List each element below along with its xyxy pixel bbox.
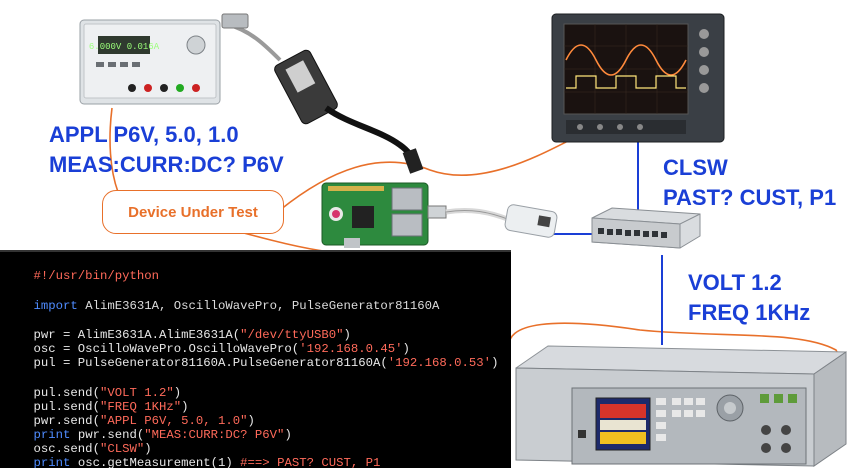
device-under-test-label: Device Under Test [128, 204, 258, 221]
power-supply-icon: 6.000V 0.016A [80, 20, 220, 104]
print1-close: ) [284, 428, 291, 442]
code-line-pul: pul = PulseGenerator81160A.PulseGenerato… [4, 342, 498, 356]
code-line-pwr: pwr = AlimE3631A.AlimE3631A("/dev/ttyUSB… [4, 314, 351, 328]
past-command-label: PAST? CUST, P1 [663, 185, 836, 211]
usb-ethernet-adapter-icon [428, 204, 558, 238]
pul-ip-string: '192.168.0.53' [388, 356, 491, 370]
code-line-send-volt: pul.send("VOLT 1.2") [4, 372, 181, 386]
freq-command-label: FREQ 1KHz [688, 300, 810, 326]
code-line-print-meas: print pwr.send("MEAS:CURR:DC? P6V") [4, 414, 292, 428]
code-line-osc: osc = OscilloWavePro.OscilloWavePro('192… [4, 328, 410, 342]
code-line-print-measurement: print osc.getMeasurement(1) #==> PAST? C… [4, 442, 380, 456]
code-line-import: import AlimE3631A, OscilloWavePro, Pulse… [4, 285, 439, 299]
python-script-terminal: #!/usr/bin/python import AlimE3631A, Osc… [0, 250, 511, 468]
print2-call: osc.getMeasurement(1) [70, 456, 240, 468]
psu-display: 6.000V 0.016A [89, 42, 160, 52]
raspberry-pi-board-icon [322, 183, 428, 248]
wire-dut-to-terminal [240, 232, 330, 252]
oscilloscope-icon [552, 14, 724, 142]
code-line-send-appl: pwr.send("APPL P6V, 5.0, 1.0") [4, 400, 255, 414]
print2-comment: #==> PAST? CUST, P1 [240, 456, 380, 468]
wire-psu-to-dut [110, 108, 118, 192]
import-keyword: import [34, 299, 78, 313]
appl-command-label: APPL P6V, 5.0, 1.0 [49, 122, 239, 148]
device-under-test-bubble: Device Under Test [102, 190, 284, 234]
import-modules: AlimE3631A, OscilloWavePro, PulseGenerat… [78, 299, 440, 313]
code-line-send-freq: pul.send("FREQ 1KHz") [4, 386, 189, 400]
clsw-command-label: CLSW [663, 155, 728, 181]
shebang-text: #!/usr/bin/python [34, 269, 159, 283]
volt-command-label: VOLT 1.2 [688, 270, 782, 296]
pul-close: ) [491, 356, 498, 370]
network-switch-icon [592, 208, 700, 248]
code-line-send-clsw: osc.send("CLSW") [4, 428, 152, 442]
pul-assign: pul = PulseGenerator81160A.PulseGenerato… [34, 356, 388, 370]
print1-string: "MEAS:CURR:DC? P6V" [144, 428, 284, 442]
code-line-shebang: #!/usr/bin/python [4, 255, 159, 269]
pulse-generator-icon [516, 346, 846, 466]
meas-command-label: MEAS:CURR:DC? P6V [49, 152, 284, 178]
print2-keyword: print [34, 456, 71, 468]
serial-usb-cable-icon [222, 14, 423, 174]
